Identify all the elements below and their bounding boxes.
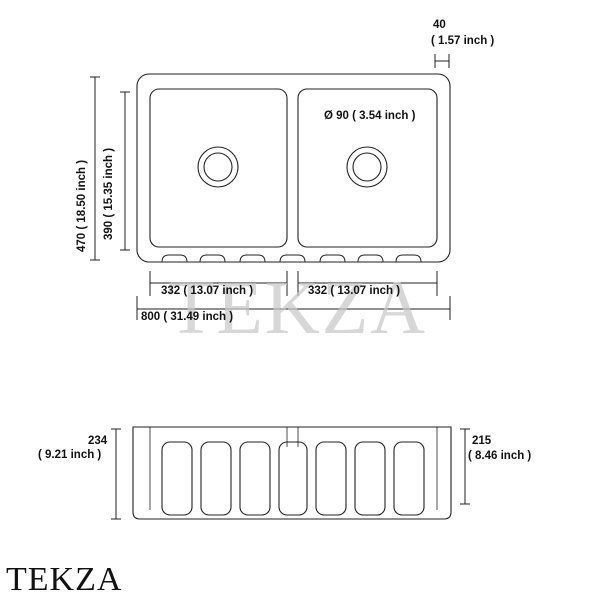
lip-dimension: [434, 54, 450, 68]
front-panels: [161, 441, 425, 516]
right-bowl-width-label: 332 ( 13.07 inch ): [308, 285, 400, 297]
left-bowl: [149, 88, 288, 248]
bowl-height-dimension: [460, 428, 470, 505]
sink-outline-top: [136, 73, 451, 263]
bowl-depth-dimension: [120, 91, 130, 251]
sink-front-outline: [132, 426, 452, 520]
overall-depth-label: 470 ( 18.50 inch ): [76, 160, 88, 252]
bowl-height-inch-label: ( 8.46 inch ): [468, 450, 531, 462]
right-bowl: [297, 88, 438, 248]
lip-depth-inch-label: ( 1.57 inch ): [431, 35, 494, 47]
watermark: TEKZA: [168, 266, 427, 350]
bowl-height-label: 215: [472, 435, 492, 447]
left-drain-outer: [197, 146, 239, 188]
overall-height-inch-label: ( 9.21 inch ): [38, 449, 101, 461]
bowl-depth-label: 390 ( 15.35 inch ): [103, 148, 115, 240]
brand-logo-text: TEKZA: [6, 561, 123, 598]
overall-height-label: 234: [88, 435, 108, 447]
apron-scallops: [161, 254, 422, 263]
overall-depth-dimension: [90, 76, 100, 261]
left-drain-inner: [203, 152, 233, 182]
right-drain-outer: [346, 146, 388, 188]
right-drain-inner: [352, 152, 382, 182]
drain-diameter-label: Ø 90 ( 3.54 inch ): [324, 110, 416, 122]
overall-width-dimension: [136, 296, 451, 320]
overall-width-label: 800 ( 31.49 inch ): [141, 311, 233, 323]
overall-height-dimension: [111, 428, 121, 520]
lip-depth-label: 40: [433, 19, 446, 31]
left-bowl-width-label: 332 ( 13.07 inch ): [161, 285, 253, 297]
bowl-width-dimensions: [149, 271, 438, 296]
front-divider: [286, 427, 299, 447]
